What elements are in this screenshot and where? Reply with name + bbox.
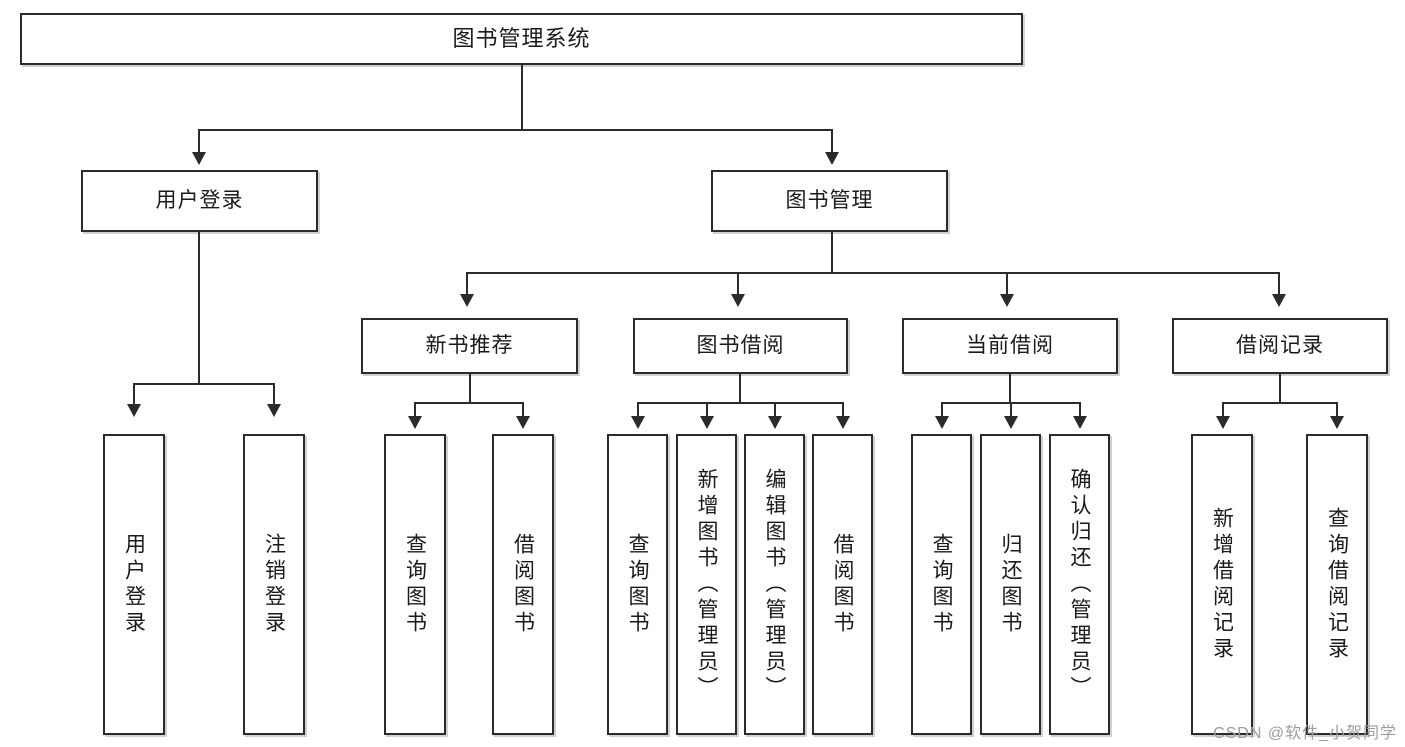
connector-root-stem	[521, 65, 523, 129]
node-label: 新增图书（管理员）	[695, 467, 718, 702]
connector-borrow-to-leaf-1	[637, 402, 639, 417]
arrow-borrow-to-leaf-4	[836, 416, 850, 429]
node-current-borrow[interactable]: 当前借阅	[902, 318, 1118, 374]
node-label: 注销登录	[262, 532, 286, 637]
leaf-user-login[interactable]: 用户登录	[103, 434, 165, 735]
node-user-login[interactable]: 用户登录	[81, 170, 318, 232]
arrow-current-to-leaf-2	[1004, 416, 1018, 429]
node-label: 确认归还（管理员）	[1068, 467, 1091, 702]
leaf-record-search-record[interactable]: 查询借阅记录	[1306, 434, 1368, 735]
connector-newbook-stem	[469, 374, 471, 402]
connector-user-to-leaf-2	[273, 383, 275, 406]
arrow-borrow-to-leaf-3	[768, 416, 782, 429]
node-label: 新增借阅记录	[1210, 506, 1234, 663]
connector-newbook-to-leaf-2	[522, 402, 524, 417]
node-root-system[interactable]: 图书管理系统	[20, 13, 1023, 65]
connector-current-stem	[1009, 374, 1011, 402]
node-borrow-record[interactable]: 借阅记录	[1172, 318, 1388, 374]
leaf-current-return-book[interactable]: 归还图书	[980, 434, 1041, 735]
node-label: 图书借阅	[696, 333, 785, 357]
node-label: 借阅图书	[831, 532, 854, 637]
connector-borrow-to-leaf-2	[706, 402, 708, 417]
node-label: 查询图书	[626, 532, 649, 637]
node-label: 查询图书	[930, 532, 953, 637]
connector-book-to-c2	[737, 272, 739, 296]
connector-borrow-to-leaf-4	[842, 402, 844, 417]
connector-record-bus	[1222, 402, 1338, 404]
node-label: 查询图书	[403, 532, 427, 637]
leaf-newbook-search-book[interactable]: 查询图书	[384, 434, 446, 735]
arrow-root-to-user	[192, 152, 206, 165]
arrow-book-to-c4	[1272, 294, 1286, 307]
leaf-borrow-edit-book-admin[interactable]: 编辑图书（管理员）	[744, 434, 805, 735]
node-label: 编辑图书（管理员）	[763, 467, 786, 702]
node-label: 查询借阅记录	[1325, 506, 1349, 663]
arrow-newbook-to-leaf-2	[516, 416, 530, 429]
leaf-borrow-search-book[interactable]: 查询图书	[607, 434, 668, 735]
arrow-root-to-book	[825, 152, 839, 165]
node-label: 借阅记录	[1236, 333, 1324, 357]
connector-book-to-c1	[466, 272, 468, 296]
arrow-record-to-leaf-2	[1330, 416, 1344, 429]
connector-book-to-c4	[1278, 272, 1280, 296]
node-label: 图书管理	[785, 188, 874, 212]
connector-user-bus	[133, 383, 275, 385]
leaf-current-confirm-return-admin[interactable]: 确认归还（管理员）	[1049, 434, 1110, 735]
node-label: 借阅图书	[511, 532, 535, 637]
node-label: 归还图书	[999, 532, 1022, 637]
arrow-borrow-to-leaf-1	[631, 416, 645, 429]
node-book-borrow[interactable]: 图书借阅	[633, 318, 848, 374]
connector-record-to-leaf-2	[1336, 402, 1338, 417]
connector-book-stem	[831, 232, 833, 272]
connector-root-to-book	[831, 129, 833, 155]
connector-book-bus	[466, 272, 1280, 274]
connector-record-to-leaf-1	[1222, 402, 1224, 417]
leaf-current-search-book[interactable]: 查询图书	[911, 434, 972, 735]
connector-user-stem	[198, 232, 200, 383]
connector-current-to-leaf-3	[1079, 402, 1081, 417]
connector-root-to-user	[198, 129, 200, 155]
node-book-manage[interactable]: 图书管理	[711, 170, 948, 232]
leaf-newbook-borrow-book[interactable]: 借阅图书	[492, 434, 554, 735]
leaf-borrow-add-book-admin[interactable]: 新增图书（管理员）	[676, 434, 737, 735]
connector-book-to-c3	[1006, 272, 1008, 296]
node-label: 当前借阅	[966, 333, 1054, 357]
connector-newbook-bus	[414, 402, 524, 404]
node-label: 图书管理系统	[452, 26, 591, 52]
connector-current-to-leaf-1	[941, 402, 943, 417]
arrow-user-to-leaf-2	[267, 404, 281, 417]
arrow-current-to-leaf-1	[935, 416, 949, 429]
leaf-borrow-borrow-book[interactable]: 借阅图书	[812, 434, 873, 735]
node-label: 用户登录	[155, 188, 244, 212]
arrow-user-to-leaf-1	[127, 404, 141, 417]
connector-root-bus	[198, 129, 833, 131]
arrow-current-to-leaf-3	[1073, 416, 1087, 429]
connector-newbook-to-leaf-1	[414, 402, 416, 417]
connector-current-to-leaf-2	[1010, 402, 1012, 417]
arrow-record-to-leaf-1	[1216, 416, 1230, 429]
arrow-book-to-c1	[460, 294, 474, 307]
connector-borrow-stem	[739, 374, 741, 402]
node-new-book-recommend[interactable]: 新书推荐	[361, 318, 578, 374]
leaf-record-add-record[interactable]: 新增借阅记录	[1191, 434, 1253, 735]
arrow-book-to-c2	[731, 294, 745, 307]
arrow-borrow-to-leaf-2	[700, 416, 714, 429]
connector-borrow-bus	[637, 402, 843, 404]
connector-record-stem	[1279, 374, 1281, 402]
connector-borrow-to-leaf-3	[774, 402, 776, 417]
node-label: 新书推荐	[425, 333, 514, 357]
node-label: 用户登录	[122, 532, 146, 637]
arrow-book-to-c3	[1000, 294, 1014, 307]
leaf-logout[interactable]: 注销登录	[243, 434, 305, 735]
arrow-newbook-to-leaf-1	[408, 416, 422, 429]
connector-user-to-leaf-1	[133, 383, 135, 406]
